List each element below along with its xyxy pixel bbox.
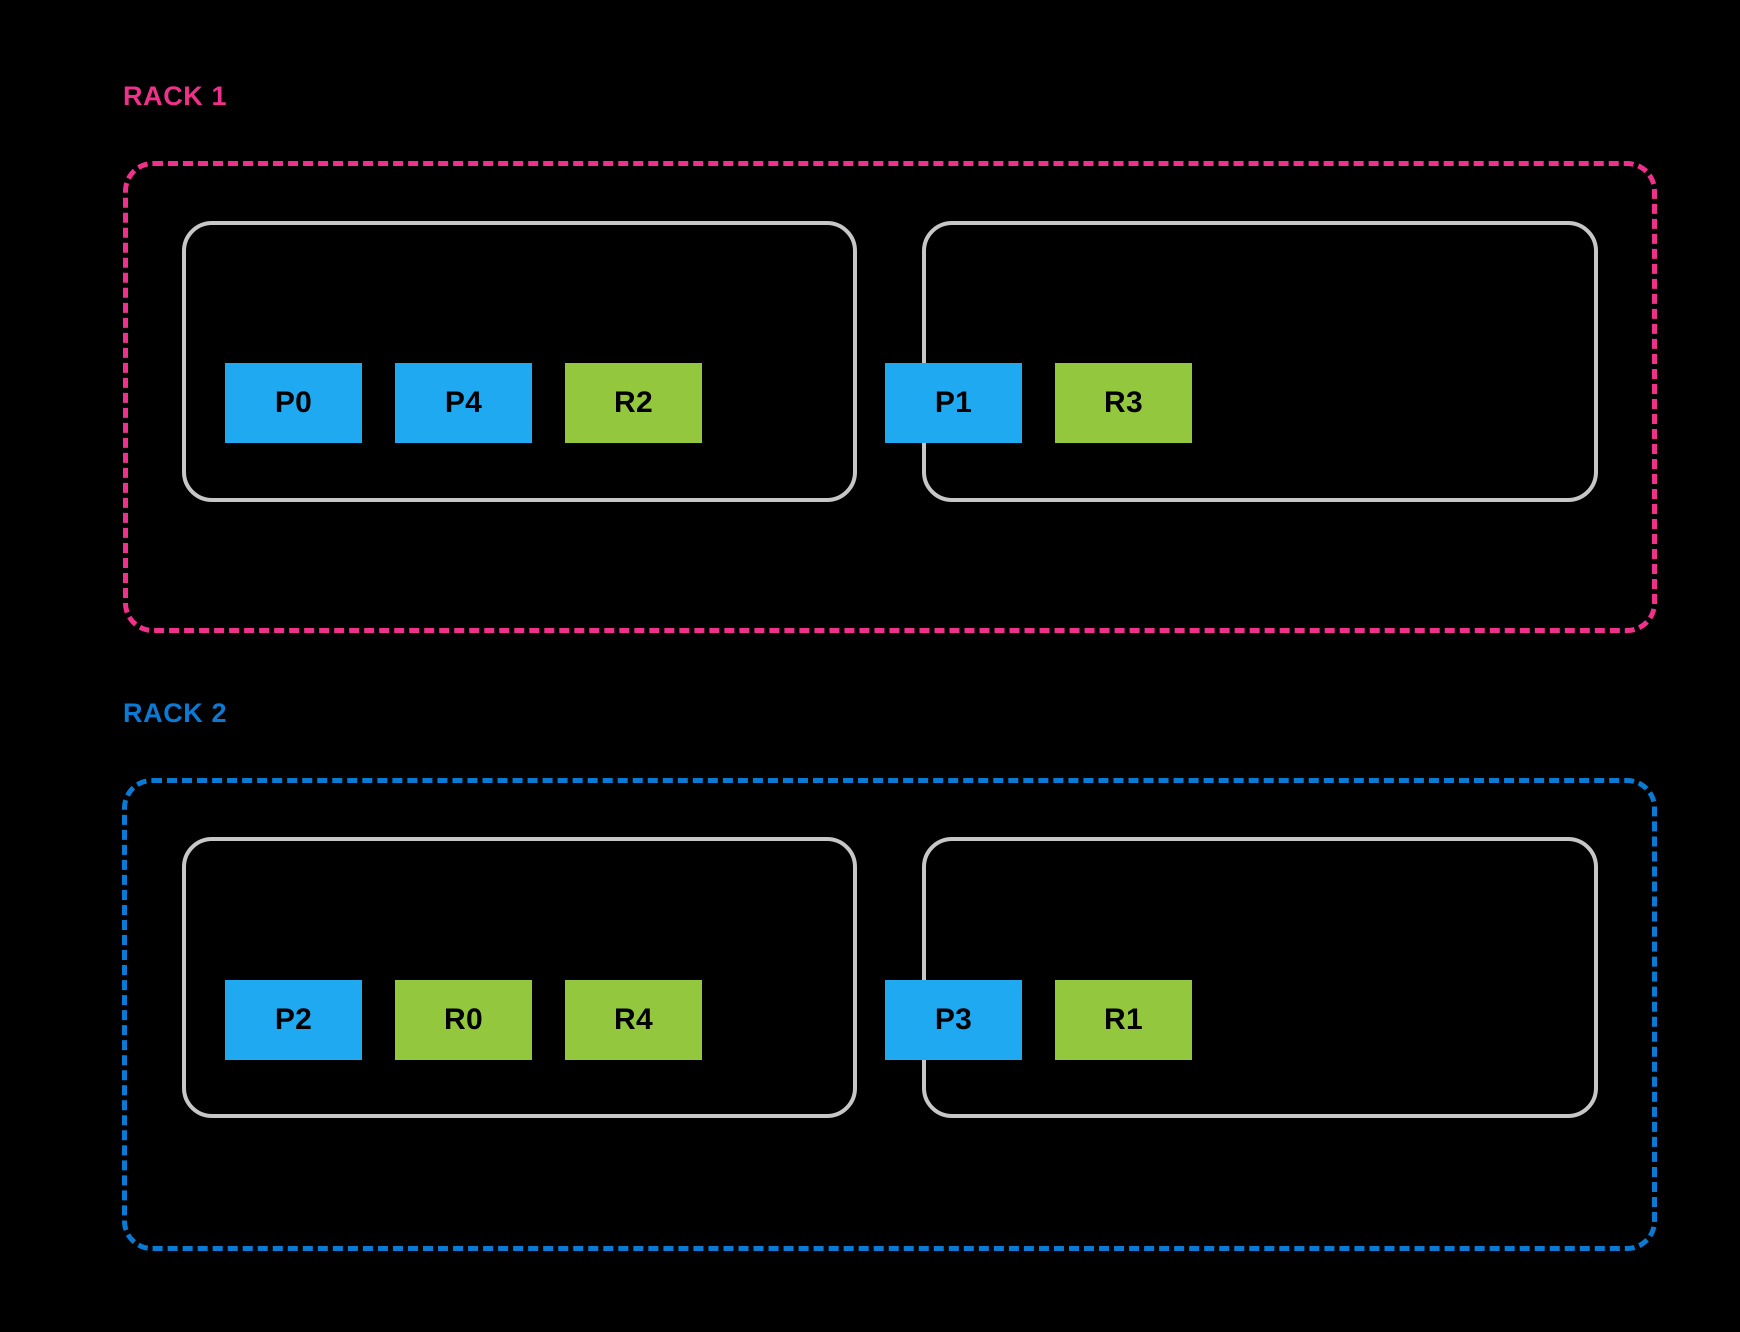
rack-2-node-2-chips: P3 R1 [885, 980, 1192, 1060]
rack-1-node-1 [182, 221, 857, 502]
chip-p2[interactable]: P2 [225, 980, 362, 1060]
rack-1-node-2 [922, 221, 1598, 502]
chip-p1[interactable]: P1 [885, 363, 1022, 443]
chip-r3[interactable]: R3 [1055, 363, 1192, 443]
chip-r0[interactable]: R0 [395, 980, 532, 1060]
rack-2-node-2 [922, 837, 1598, 1118]
rack-1-node-1-chips: P0 P4 R2 [225, 363, 702, 443]
rack-1-node-2-chips: P1 R3 [885, 363, 1192, 443]
rack-2-node-1 [182, 837, 857, 1118]
chip-r4[interactable]: R4 [565, 980, 702, 1060]
rack-1-boundary [123, 161, 1657, 633]
chip-p4[interactable]: P4 [395, 363, 532, 443]
chip-r2[interactable]: R2 [565, 363, 702, 443]
chip-r1[interactable]: R1 [1055, 980, 1192, 1060]
chip-p0[interactable]: P0 [225, 363, 362, 443]
rack-1-label: RACK 1 [123, 81, 228, 111]
chip-p3[interactable]: P3 [885, 980, 1022, 1060]
rack-2-label: RACK 2 [123, 698, 228, 728]
rack-2-boundary [122, 778, 1657, 1251]
rack-2-node-1-chips: P2 R0 R4 [225, 980, 702, 1060]
